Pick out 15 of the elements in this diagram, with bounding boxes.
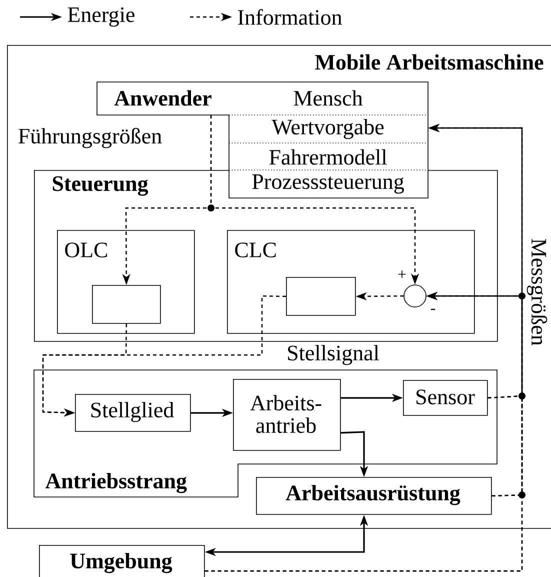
actuator-box: Stellglied xyxy=(75,394,191,432)
equipment-box: Arbeitsausrüstung xyxy=(256,477,492,515)
block-box xyxy=(92,285,161,324)
environment-box: Umgebung xyxy=(39,545,205,577)
signal-label: Stellsignal xyxy=(288,345,380,366)
legend-item: Information xyxy=(190,9,342,25)
sign-label: + xyxy=(398,270,406,278)
sign-label: - xyxy=(430,308,436,310)
drive-box: Arbeits- antrieb xyxy=(233,379,341,451)
summing-junction xyxy=(404,284,426,308)
legend-item: Energie xyxy=(20,7,134,27)
signal-label: Messgrößen xyxy=(526,238,548,346)
block-box xyxy=(286,277,356,316)
sensor-box: Sensor xyxy=(403,380,488,416)
controller-box: OLC xyxy=(57,230,195,334)
